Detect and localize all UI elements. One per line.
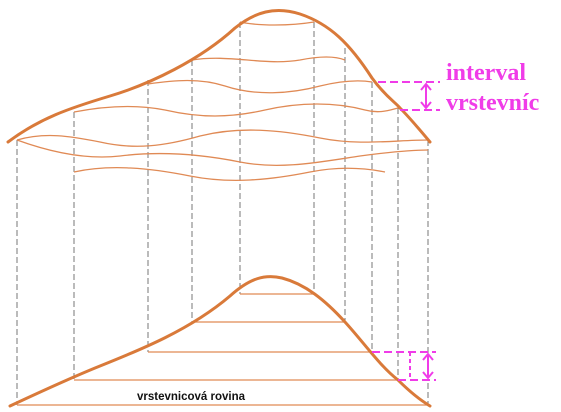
plane-lines	[17, 293, 428, 406]
interval-label-line2: vrstevníc	[446, 90, 540, 116]
plane-label: vrstevnicová rovina	[137, 391, 246, 403]
interval-label-line1: interval	[446, 60, 526, 86]
arrow-up-icon	[420, 82, 432, 91]
contour-line	[147, 79, 373, 94]
terrain-profile	[6, 9, 432, 144]
contour-line	[73, 103, 399, 117]
contour-line	[16, 139, 429, 166]
arrow-up-icon	[422, 352, 434, 361]
contour-line	[239, 21, 315, 26]
interval-marker-upper	[378, 81, 440, 111]
projection-lines	[16, 22, 429, 405]
contour-line	[16, 129, 429, 147]
contour-line	[191, 56, 346, 63]
cross-section-profile	[8, 275, 432, 408]
terrain-contours	[16, 21, 429, 181]
arrow-down-icon	[420, 101, 432, 110]
interval-marker-lower	[372, 351, 436, 381]
contour-line	[73, 166, 386, 181]
arrow-down-icon	[422, 371, 434, 380]
